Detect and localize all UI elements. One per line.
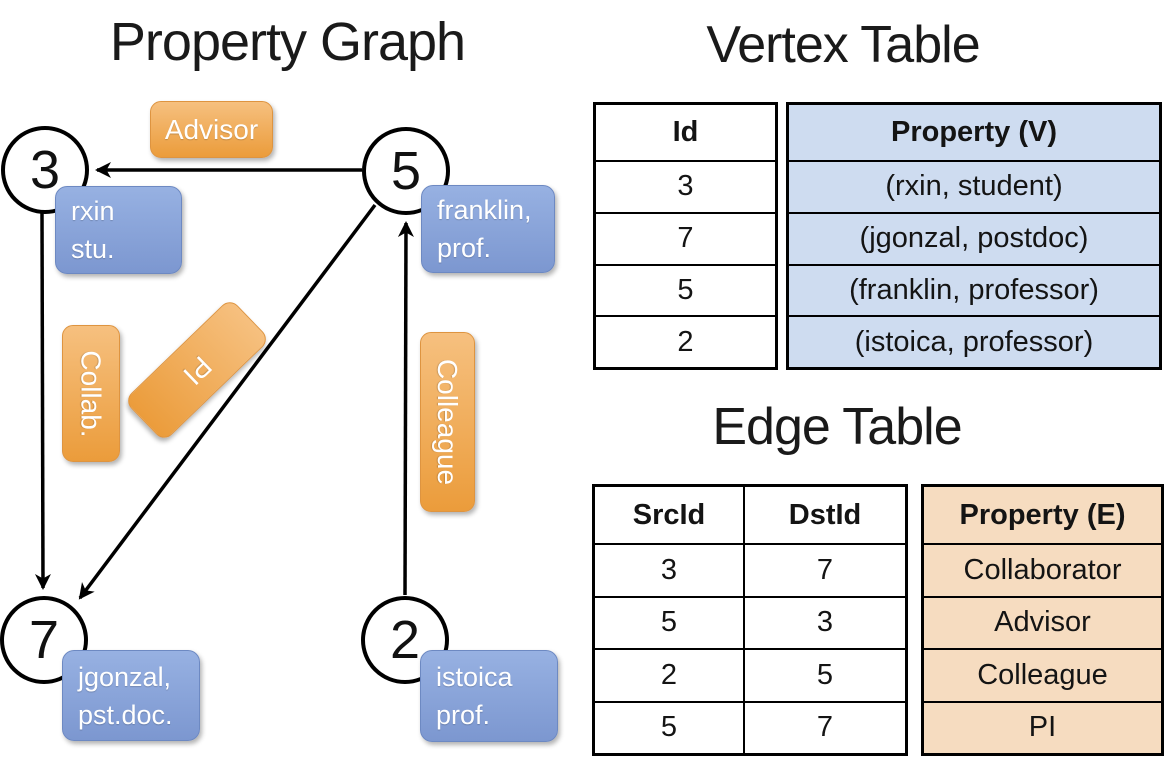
node-2-property-box: istoica prof. <box>420 650 558 742</box>
vertex-id-header: Id <box>672 116 699 148</box>
vertex-table-title: Vertex Table <box>706 16 980 74</box>
node-5-property-box: franklin, prof. <box>421 185 555 273</box>
vertex-property-cell: (jgonzal, postdoc) <box>789 211 1159 264</box>
node-2-prop-line2: prof. <box>436 700 491 730</box>
vertex-id-cell: 3 <box>596 160 775 212</box>
edge-label-pi-text: PI <box>177 350 218 391</box>
vertex-id-cell: 5 <box>596 263 775 316</box>
edge-property-cell: Advisor <box>924 595 1161 648</box>
node-3-id: 3 <box>29 140 61 200</box>
vertex-property-header: Property (V) <box>789 105 1159 160</box>
graph-node-2: 2 <box>361 596 449 684</box>
edge-label-collab: Collab. <box>62 325 120 462</box>
edge-label-colleague: Colleague <box>420 332 475 512</box>
edge-table-title: Edge Table <box>712 398 962 456</box>
edge-srcid-cell: 2 <box>595 648 743 701</box>
vertex-property-cell: (franklin, professor) <box>789 263 1159 316</box>
vertex-property-cell: (rxin, student) <box>789 160 1159 212</box>
edge-5-to-7-pi <box>78 203 377 600</box>
node-3-prop-line1: rxin <box>71 196 115 226</box>
edge-dstid-cell: 7 <box>743 700 905 753</box>
edge-property-cell: PI <box>924 700 1161 753</box>
edge-label-advisor-text: Advisor <box>164 113 259 145</box>
edge-label-advisor: Advisor <box>150 101 273 158</box>
edge-srcid-cell: 3 <box>595 543 743 596</box>
edge-srcid-header: SrcId <box>632 498 706 531</box>
property-graph-title: Property Graph <box>109 12 466 72</box>
node-5-prop-line2: prof. <box>437 233 492 263</box>
edge-srcid-cell: 5 <box>595 700 743 754</box>
edge-2-to-5-colleague <box>397 221 414 596</box>
vertex-id-cell: 7 <box>596 211 775 264</box>
vertex-id-cell: 2 <box>596 315 775 367</box>
node-5-prop-line1: franklin, <box>437 195 532 225</box>
node-7-id: 7 <box>28 610 60 670</box>
edge-label-collab-text: Collab. <box>76 349 108 438</box>
edge-property-header: Property (E) <box>924 487 1161 543</box>
node-7-property-box: jgonzal, pst.doc. <box>62 650 200 741</box>
node-3-property-box: rxin stu. <box>55 186 182 274</box>
edge-property-cell: Colleague <box>924 648 1161 701</box>
vertex-property-cell: (istoica, professor) <box>789 315 1159 367</box>
edge-label-colleague-text: Colleague <box>432 358 464 486</box>
graph-edges-canvas <box>34 162 414 600</box>
vertex-table-property-column: Property (V) (rxin, student) (jgonzal, p… <box>786 102 1162 370</box>
node-2-prop-line1: istoica <box>436 662 513 692</box>
node-7-prop-line1: jgonzal, <box>78 661 172 692</box>
node-7-prop-line2: pst.doc. <box>78 699 173 730</box>
node-2-id: 2 <box>389 610 421 670</box>
edge-dstid-header: DstId <box>743 487 905 543</box>
edge-property-cell: Collaborator <box>924 543 1161 596</box>
edge-dstid-cell: 3 <box>743 595 905 648</box>
graph-node-5: 5 <box>362 127 450 215</box>
edge-table-property-column: Property (E) Collaborator Advisor Collea… <box>921 484 1164 756</box>
edge-srcid-cell: 5 <box>595 595 743 649</box>
node-5-id: 5 <box>390 141 422 201</box>
edge-table-id-columns: SrcId DstId 3 7 5 3 2 5 5 7 <box>592 484 908 756</box>
edge-3-to-7-collab <box>34 212 51 590</box>
edge-dstid-cell: 7 <box>743 543 905 596</box>
node-3-prop-line2: stu. <box>71 234 115 264</box>
vertex-table-id-column: Id 3 7 5 2 <box>593 102 778 370</box>
edge-dstid-cell: 5 <box>743 648 905 701</box>
